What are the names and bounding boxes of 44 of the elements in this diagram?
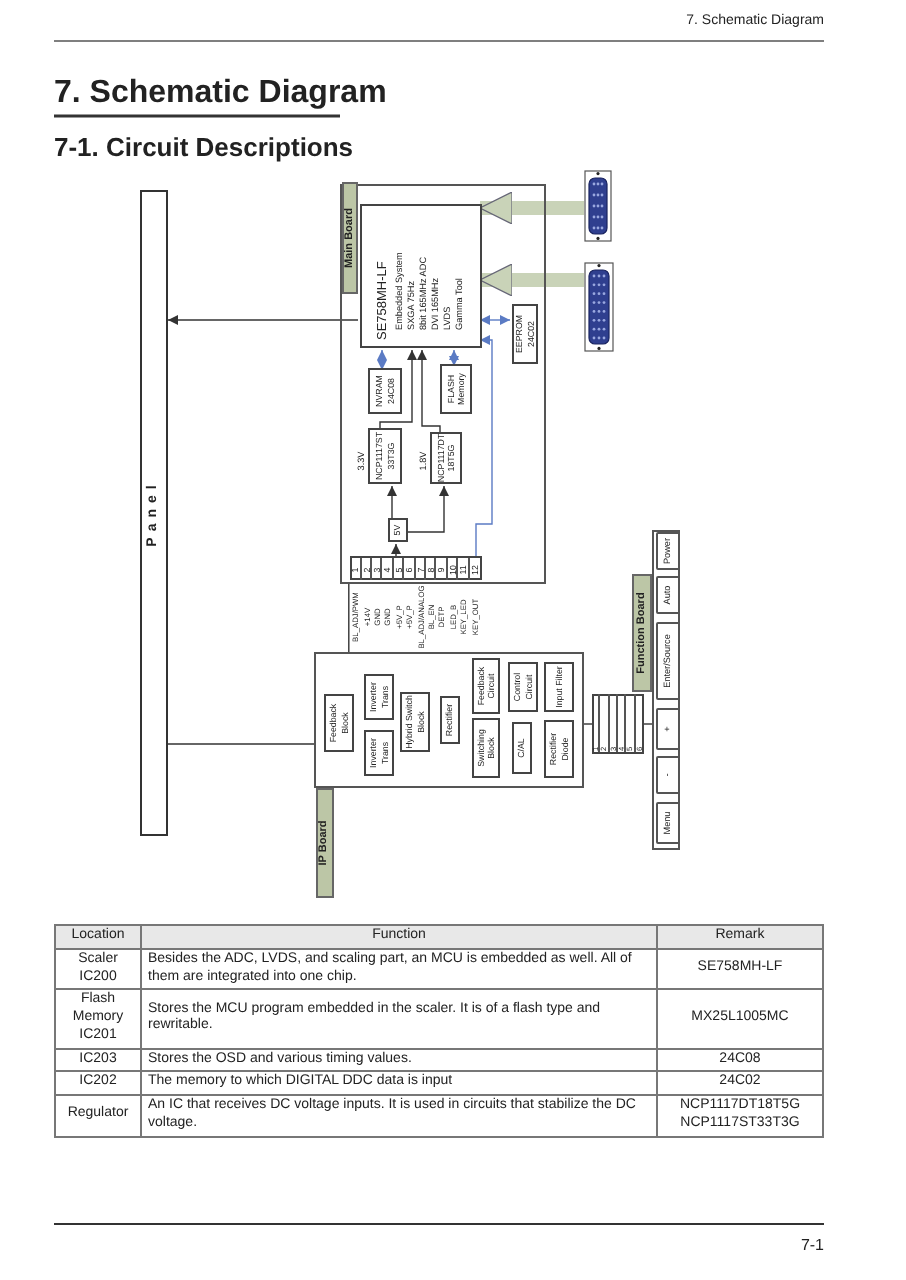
connector-line xyxy=(417,349,441,435)
connector-line xyxy=(387,485,397,521)
process-box xyxy=(368,368,402,414)
process-box xyxy=(472,658,500,714)
connector-line xyxy=(583,723,593,725)
connector-line xyxy=(475,335,493,559)
key-button xyxy=(656,622,680,700)
process-box xyxy=(364,674,394,720)
process-box xyxy=(512,304,538,364)
process-box xyxy=(512,722,532,774)
connector-line xyxy=(391,543,401,559)
process-box xyxy=(508,662,538,712)
panel-bar xyxy=(140,190,168,836)
connector-line xyxy=(377,349,387,371)
board-outline xyxy=(340,184,546,584)
process-box xyxy=(544,662,574,712)
chip-box xyxy=(360,204,482,348)
process-box xyxy=(544,720,574,778)
page-number: 7-1 xyxy=(800,1236,824,1254)
signal-arrow xyxy=(479,263,584,297)
connector-line xyxy=(379,349,417,431)
d-sub-connector-drawing xyxy=(584,170,612,242)
connector-line xyxy=(449,349,459,367)
process-box xyxy=(440,696,460,744)
connector-line xyxy=(405,485,449,533)
connector-line xyxy=(167,315,359,325)
dvi-connector-drawing xyxy=(584,262,614,352)
connector-line xyxy=(479,315,511,325)
connector-line xyxy=(643,723,653,725)
section-heading: 7-1. Circuit Descriptions xyxy=(54,132,354,162)
process-box xyxy=(472,718,500,778)
process-box xyxy=(324,694,354,752)
connector-line xyxy=(167,743,315,745)
key-button xyxy=(656,802,680,844)
process-box xyxy=(364,730,394,776)
signal-arrow xyxy=(479,191,584,225)
key-button xyxy=(656,756,680,794)
process-box xyxy=(388,518,408,542)
key-button xyxy=(656,532,680,570)
process-box xyxy=(440,364,472,414)
connector-line xyxy=(348,581,350,653)
page-title: 7. Schematic Diagram xyxy=(54,76,387,112)
key-button xyxy=(656,708,680,750)
key-button xyxy=(656,576,680,614)
